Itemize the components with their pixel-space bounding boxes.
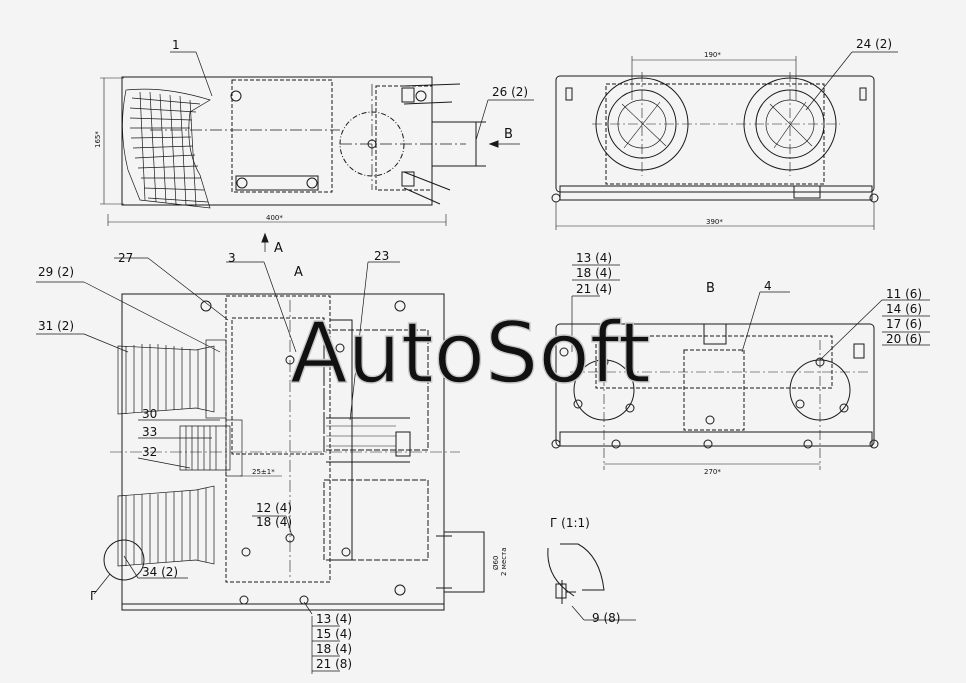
dim-top-width: 400* xyxy=(266,214,283,222)
top-view-housing xyxy=(121,76,433,206)
dim-top-right-spacing: 190* xyxy=(704,51,721,59)
stack-bottom-item: 13 (4) xyxy=(316,612,352,626)
top-view-bolt xyxy=(230,90,242,102)
callout-33: 33 xyxy=(142,425,157,439)
view-arrow-b: B xyxy=(504,127,513,142)
view-title-b: B xyxy=(706,281,715,296)
front-hose-middle xyxy=(179,419,243,477)
callout-1: 1 xyxy=(172,38,180,52)
top-view-bolt xyxy=(306,177,318,189)
detail-marker: Г xyxy=(90,589,97,603)
stack-bottom-item: 18 (4) xyxy=(316,642,352,656)
top-view-bolt xyxy=(236,177,248,189)
top-right-housing xyxy=(555,75,875,193)
callout-4: 4 xyxy=(764,279,772,293)
callout-23: 23 xyxy=(374,249,389,263)
dim-top-height: 165* xyxy=(94,131,102,148)
view-b xyxy=(551,264,930,470)
callout-12: 12 (4) xyxy=(256,501,292,515)
stack-right-item: 14 (6) xyxy=(886,302,922,316)
stack-left-item: 21 (4) xyxy=(576,282,612,296)
stack-right-item: 20 (6) xyxy=(886,332,922,346)
top-right-view xyxy=(551,51,898,230)
top-view-inner-panel xyxy=(231,79,333,193)
stack-bottom-item: 21 (8) xyxy=(316,657,352,671)
dim-top-right-width: 390* xyxy=(706,218,723,226)
callout-26: 26 (2) xyxy=(492,85,528,99)
front-hose-upper xyxy=(117,339,227,419)
front-hose-lower xyxy=(117,485,215,567)
callout-31: 31 (2) xyxy=(38,319,74,333)
callout-29: 29 (2) xyxy=(38,265,74,279)
detail-circle xyxy=(103,539,145,581)
detail-g xyxy=(547,543,636,621)
callout-32: 32 xyxy=(142,445,157,459)
top-view-corrugated-hose xyxy=(122,88,211,209)
stack-right-item: 17 (6) xyxy=(886,317,922,331)
dim-hole-dia: Ø60 xyxy=(492,556,500,570)
view-arrow-a: A xyxy=(274,241,283,256)
callout-9: 9 (8) xyxy=(592,611,620,625)
callout-24: 24 (2) xyxy=(856,37,892,51)
stack-left-item: 18 (4) xyxy=(576,266,612,280)
callout-18b: 18 (4) xyxy=(256,515,292,529)
dim-front-offset: 25±1* xyxy=(252,468,275,476)
callout-3: 3 xyxy=(228,251,236,265)
callout-27: 27 xyxy=(118,251,133,265)
callout-30: 30 xyxy=(142,407,157,421)
callout-34: 34 (2) xyxy=(142,565,178,579)
dim-right-spacing: 270* xyxy=(704,468,721,476)
top-view-outlet-pipes xyxy=(401,83,486,205)
top-view xyxy=(100,51,534,252)
stack-left-item: 13 (4) xyxy=(576,251,612,265)
dim-hole-note: 2 места xyxy=(500,548,508,576)
view-title-a: A xyxy=(294,265,303,280)
stack-right-item: 11 (6) xyxy=(886,287,922,301)
stack-bottom-item: 15 (4) xyxy=(316,627,352,641)
top-view-bracket xyxy=(235,175,319,191)
top-view-bolt xyxy=(415,90,427,102)
detail-title: Г (1:1) xyxy=(550,516,590,530)
front-panel xyxy=(225,295,331,583)
front-view xyxy=(36,257,485,674)
